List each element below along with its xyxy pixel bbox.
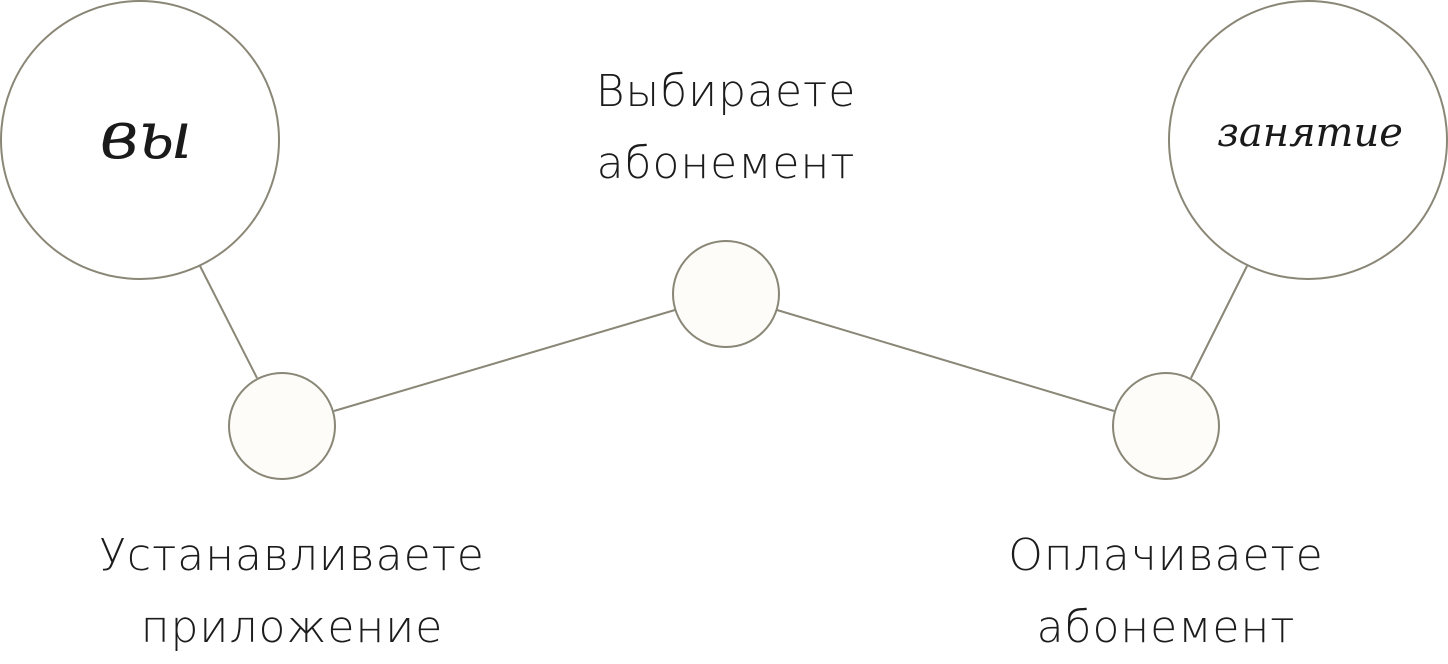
start-badge-circle [0,0,280,280]
end-badge-circle [1168,0,1448,280]
step-node-choose [672,240,780,348]
start-badge-text: вы [100,97,192,174]
connector-pay-to-end [1190,265,1248,379]
step-label-choose: Выбираете абонемент [526,56,926,200]
step-label-line2: абонемент [1036,602,1296,653]
step-node-pay [1112,372,1220,480]
step-label-install: Устанавливаете приложение [72,520,512,664]
connector-install-to-choose [333,309,676,412]
connector-start-to-install [199,265,258,379]
step-label-line2: абонемент [596,138,856,189]
step-node-install [228,372,336,480]
step-label-line1: Устанавливаете [99,530,485,581]
step-label-line2: приложение [140,602,444,653]
step-label-line1: Оплачиваете [1008,530,1324,581]
step-label-line1: Выбираете [595,66,857,117]
step-label-pay: Оплачиваете абонемент [966,520,1366,664]
connector-choose-to-pay [776,309,1115,412]
end-badge-text: занятие [1217,110,1403,156]
